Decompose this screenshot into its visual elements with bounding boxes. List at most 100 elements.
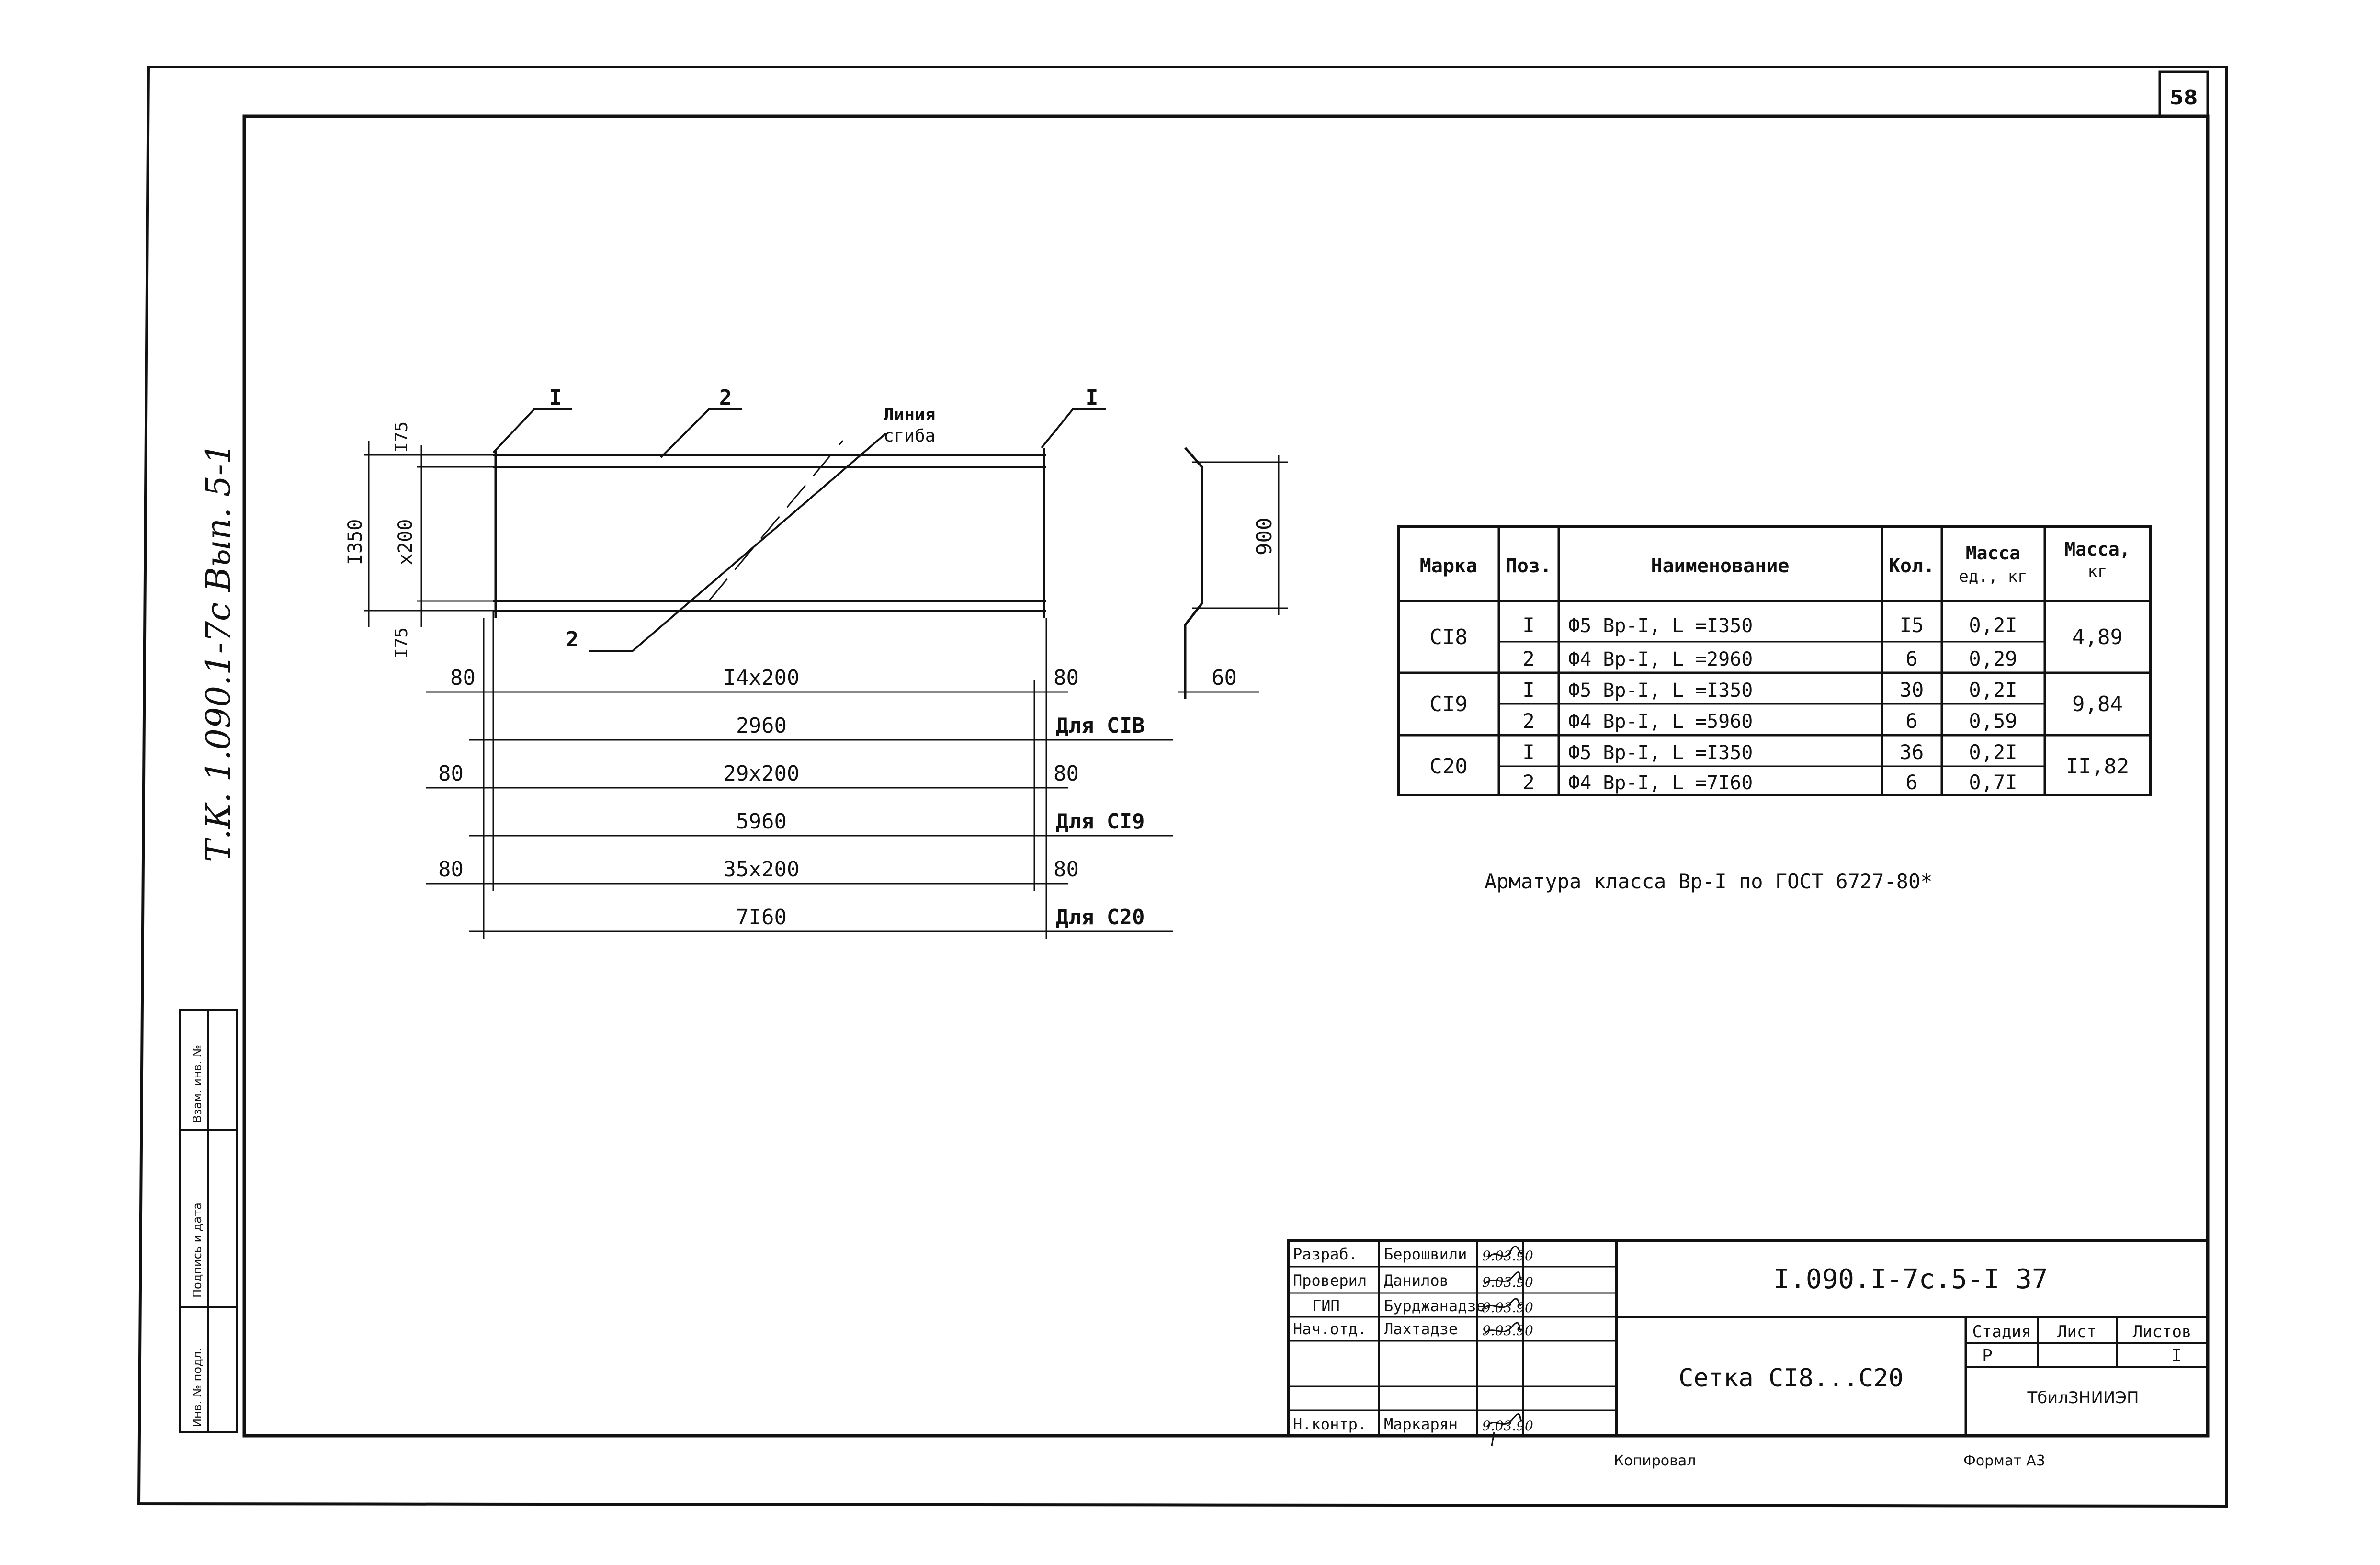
group1-mark: СI8 xyxy=(1429,625,1467,649)
dim-total-1350: I350 xyxy=(344,519,366,565)
tb-date-2: 9.03.90 xyxy=(1482,1274,1533,1290)
g3r1-unit: 0,2I xyxy=(1969,740,2017,764)
g3r1-name: Ф5 Вр-I, L =I350 xyxy=(1568,742,1753,764)
row1-left: 80 xyxy=(450,666,476,690)
pos-2-top-label: 2 xyxy=(719,386,732,410)
row3-middle: 35x200 xyxy=(724,857,800,882)
g1r1-qty: I5 xyxy=(1900,613,1924,637)
outer-border xyxy=(137,66,2228,1508)
mesh-drawing xyxy=(364,408,1288,939)
tb-title: Сетка СI8...С20 xyxy=(1678,1364,1904,1393)
pos-1-right-label: I xyxy=(1086,386,1099,410)
tb-sheet-label: Лист xyxy=(2057,1322,2097,1341)
dim-bottom-175: I75 xyxy=(392,627,411,658)
tb-sheets: I xyxy=(2171,1346,2182,1366)
g2r2-unit: 0,59 xyxy=(1969,709,2017,733)
tb-name-4: Лахтадзе xyxy=(1384,1320,1458,1338)
sheet-number: 58 xyxy=(2170,86,2198,109)
g2r1-name: Ф5 Вр-I, L =I350 xyxy=(1568,680,1753,702)
stamp-replace-label: Взам. инв. № xyxy=(191,1045,204,1123)
row1-right: 80 xyxy=(1054,666,1079,690)
inner-frame xyxy=(242,114,2210,1438)
bend-line-label-1: Линия xyxy=(884,405,935,425)
th-mass-2: кг xyxy=(2088,562,2108,581)
tb-name-1: Берошвили xyxy=(1384,1245,1467,1263)
g2r2-name: Ф4 Вр-I, L =5960 xyxy=(1568,711,1753,733)
spec-table: Марка Поз. Наименование Кол. Масса ед., … xyxy=(1397,525,2152,796)
th-qty: Кол. xyxy=(1889,555,1935,577)
dim-pitch: x200 xyxy=(395,519,417,565)
footer-copied: Копировал xyxy=(1614,1452,1696,1469)
row1-note: Для СIВ xyxy=(1056,714,1145,738)
th-name: Наименование xyxy=(1651,555,1790,577)
row1-middle: I4x200 xyxy=(724,666,800,690)
signature-3 xyxy=(1481,1298,1523,1311)
tb-date-3: 9.03.90 xyxy=(1482,1300,1533,1316)
row3-note: Для С20 xyxy=(1056,905,1145,930)
tb-name-2: Данилов xyxy=(1384,1271,1449,1290)
tb-role-3: ГИП xyxy=(1312,1297,1340,1315)
row2-total: 5960 xyxy=(736,809,787,834)
signature-2 xyxy=(1484,1271,1523,1285)
g1r1-pos: I xyxy=(1522,613,1534,637)
g2r1-pos: I xyxy=(1522,678,1534,702)
row3-right: 80 xyxy=(1054,857,1079,882)
group3-mark: С20 xyxy=(1429,754,1467,779)
g1r2-unit: 0,29 xyxy=(1969,647,2017,670)
g2r1-qty: 30 xyxy=(1900,678,1924,702)
group3-mass: II,82 xyxy=(2066,754,2129,779)
tb-org: ТбилЗНИИЭП xyxy=(2027,1388,2139,1407)
side-view-offset: 60 xyxy=(1212,666,1237,690)
tb-stage: Р xyxy=(1982,1346,1993,1366)
th-mass-1: Масса, xyxy=(2064,539,2130,560)
row2-middle: 29x200 xyxy=(724,761,800,786)
row2-right: 80 xyxy=(1054,761,1079,786)
g3r1-pos: I xyxy=(1522,740,1534,764)
margin-stamp: Инв. № подл. Подпись и дата Взам. инв. № xyxy=(179,1009,238,1433)
g3r2-name: Ф4 Вр-I, L =7I60 xyxy=(1568,772,1753,794)
row2-left: 80 xyxy=(438,761,464,786)
th-mark: Марка xyxy=(1420,555,1477,577)
group2-mass: 9,84 xyxy=(2072,692,2123,716)
stamp-sign-label: Подпись и дата xyxy=(191,1202,204,1298)
footer-format: Формат А3 xyxy=(1963,1452,2045,1469)
tb-name-3: Бурджанадзе xyxy=(1384,1297,1485,1315)
th-unit-mass-2: ед., кг xyxy=(1959,567,2027,586)
g3r2-pos: 2 xyxy=(1522,771,1534,794)
tb-role-6: Н.контр. xyxy=(1293,1415,1367,1433)
pos-2-bottom-label: 2 xyxy=(566,627,579,652)
g1r2-qty: 6 xyxy=(1905,647,1917,670)
g1r2-pos: 2 xyxy=(1522,647,1534,670)
signature-4 xyxy=(1484,1322,1523,1335)
pos-1-left-label: I xyxy=(549,386,562,410)
row3-total: 7I60 xyxy=(736,905,787,930)
g3r1-qty: 36 xyxy=(1900,740,1924,764)
tb-stage-label: Стадия xyxy=(1972,1322,2031,1341)
rebar-note: Арматура класса Вр-I по ГОСТ 6727-80* xyxy=(1485,870,1933,893)
g1r2-name: Ф4 Вр-I, L =2960 xyxy=(1568,648,1753,670)
sheet-number-box xyxy=(2158,70,2209,118)
th-unit-mass-1: Масса xyxy=(1966,543,2020,564)
row2-note: Для СI9 xyxy=(1056,809,1145,834)
tb-role-4: Нач.отд. xyxy=(1293,1320,1367,1338)
tb-sheets-label: Листов xyxy=(2133,1322,2192,1341)
signature-1 xyxy=(1488,1246,1523,1258)
g1r1-unit: 0,2I xyxy=(1969,613,2017,637)
tb-doc-code: I.090.I-7с.5-I 37 xyxy=(1773,1264,2048,1295)
tb-role-1: Разраб. xyxy=(1293,1245,1358,1263)
stamp-inv-label: Инв. № подл. xyxy=(191,1348,204,1427)
g3r2-qty: 6 xyxy=(1905,771,1917,794)
dim-top-175: I75 xyxy=(392,421,411,453)
g3r2-unit: 0,7I xyxy=(1969,771,2017,794)
title-block: Разраб. Берошвили 9.03.90 Проверил Данил… xyxy=(1287,1239,2209,1447)
side-note: Т.К. 1.090.1-7с Вып. 5-1 xyxy=(199,443,238,862)
g2r1-unit: 0,2I xyxy=(1969,678,2017,702)
g1r1-name: Ф5 Вр-I, L =I350 xyxy=(1568,615,1753,637)
g2r2-qty: 6 xyxy=(1905,709,1917,733)
th-pos: Поз. xyxy=(1506,555,1552,577)
tb-role-2: Проверил xyxy=(1293,1271,1367,1290)
group1-mass: 4,89 xyxy=(2072,625,2123,649)
side-view-height: 900 xyxy=(1252,518,1277,556)
row3-left: 80 xyxy=(438,857,464,882)
